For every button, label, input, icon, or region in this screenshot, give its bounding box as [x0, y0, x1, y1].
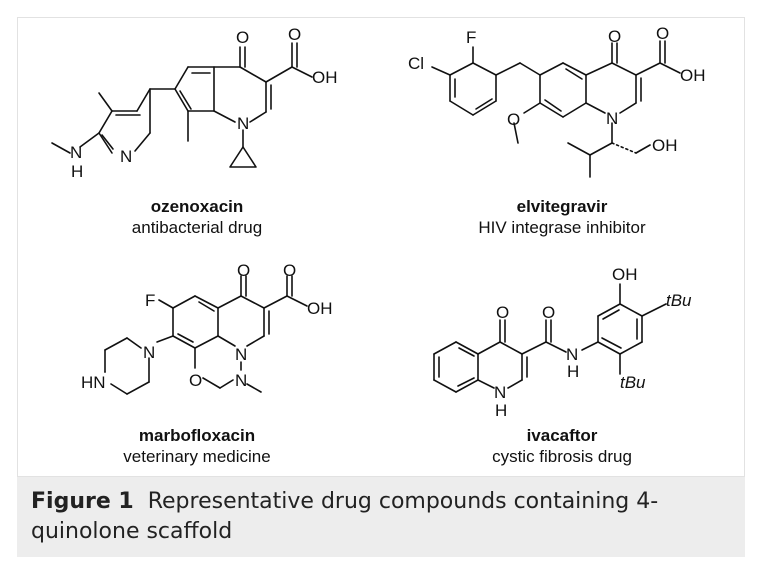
- atom-o: O: [189, 371, 202, 390]
- ivacaftor-label: ivacaftor cystic fibrosis drug: [412, 425, 712, 467]
- atom-cl: Cl: [408, 54, 424, 73]
- atom-n: N: [494, 383, 506, 402]
- substituent-tbu: tBu: [666, 291, 692, 310]
- atom-hn: HN: [81, 373, 106, 392]
- atom-f: F: [145, 291, 155, 310]
- atom-o: O: [608, 27, 621, 46]
- atom-n: N: [235, 371, 247, 390]
- compound-name: ivacaftor: [526, 426, 598, 445]
- atom-n: N: [235, 345, 247, 364]
- compound-name: elvitegravir: [516, 197, 608, 216]
- caption-text: Representative drug compounds containing…: [31, 489, 659, 544]
- atom-o: O: [496, 303, 509, 322]
- atom-n: N: [237, 114, 249, 133]
- ivacaftor-structure: O O N H N H OH tBu tBu: [433, 265, 692, 420]
- atom-o: O: [283, 261, 296, 280]
- atom-oh: OH: [680, 66, 706, 85]
- atom-oh: OH: [612, 265, 638, 284]
- elvitegravir-structure: F Cl O O O OH N OH: [408, 24, 706, 178]
- marbofloxacin-structure: F O O OH N N O N HN: [81, 261, 333, 395]
- atom-h: H: [495, 401, 507, 420]
- atom-oh: OH: [307, 299, 333, 318]
- atom-o: O: [236, 28, 249, 47]
- atom-h: H: [567, 362, 579, 381]
- atom-n: N: [70, 143, 82, 162]
- atom-o: O: [288, 25, 301, 44]
- elvitegravir-label: elvitegravir HIV integrase inhibitor: [412, 196, 712, 238]
- compound-description: antibacterial drug: [131, 218, 263, 237]
- atom-oh: OH: [312, 68, 338, 87]
- compound-name: ozenoxacin: [150, 197, 244, 216]
- atom-n: N: [143, 343, 155, 362]
- atom-o: O: [237, 261, 250, 280]
- atom-n: N: [606, 109, 618, 128]
- atom-n: N: [566, 345, 578, 364]
- atom-oh: OH: [652, 136, 678, 155]
- ozenoxacin-label: ozenoxacin antibacterial drug: [47, 196, 347, 238]
- marbofloxacin-label: marbofloxacin veterinary medicine: [47, 425, 347, 467]
- compound-description: veterinary medicine: [123, 447, 271, 466]
- ozenoxacin-structure: O O OH N N N H: [51, 25, 338, 181]
- atom-o: O: [507, 110, 520, 129]
- atom-h: H: [71, 162, 83, 181]
- compound-name: marbofloxacin: [138, 426, 256, 445]
- atom-o: O: [656, 24, 669, 43]
- figure-panel: [17, 17, 745, 477]
- compound-description: cystic fibrosis drug: [492, 447, 632, 466]
- atom-f: F: [466, 28, 476, 47]
- substituent-tbu: tBu: [620, 373, 646, 392]
- atom-o: O: [542, 303, 555, 322]
- atom-n: N: [120, 147, 132, 166]
- figure-label: Figure 1: [31, 489, 134, 514]
- compound-description: HIV integrase inhibitor: [478, 218, 646, 237]
